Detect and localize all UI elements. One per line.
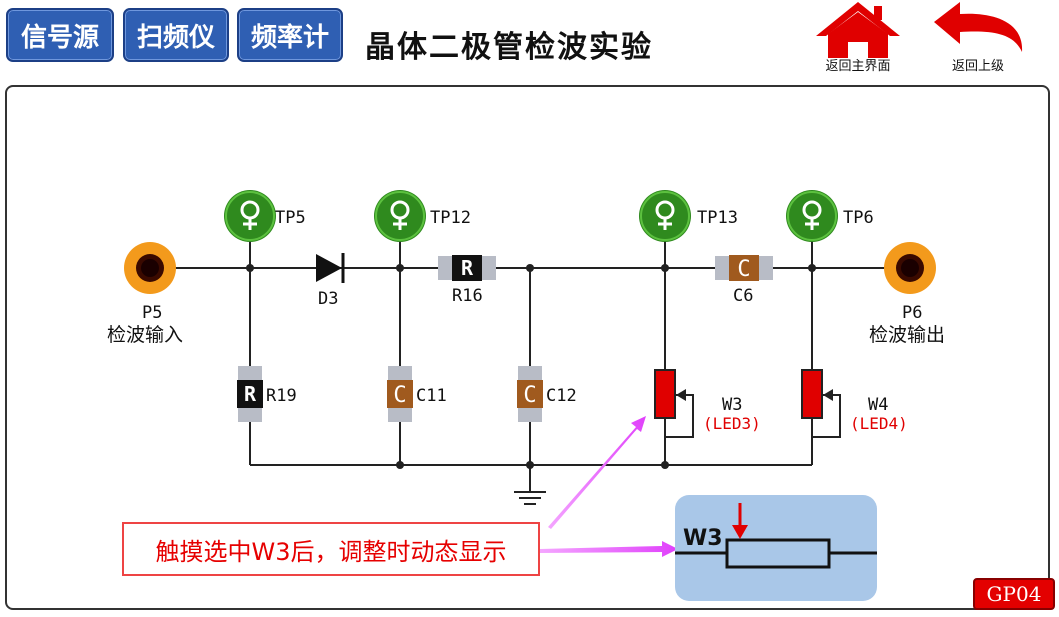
pot-display-label: W3 bbox=[683, 526, 723, 551]
frequency-counter-button[interactable]: 频率计 bbox=[237, 8, 343, 62]
home-label: 返回主界面 bbox=[825, 59, 891, 74]
signal-source-button[interactable]: 信号源 bbox=[6, 8, 114, 62]
board-code-badge: GP04 bbox=[973, 578, 1055, 610]
sweeper-button[interactable]: 扫频仪 bbox=[123, 8, 229, 62]
potentiometer-display[interactable]: W3 bbox=[675, 495, 877, 601]
instruction-callout: 触摸选中W3后，调整时动态显示 bbox=[122, 522, 540, 576]
home-icon bbox=[816, 2, 900, 58]
wiper-arrow-icon bbox=[732, 525, 748, 539]
potentiometer-display-graphic: W3 bbox=[675, 503, 877, 569]
back-label: 返回上级 bbox=[951, 59, 1004, 74]
back-button[interactable]: 返回上级 bbox=[928, 0, 1028, 76]
back-arrow-icon bbox=[934, 2, 1023, 52]
page-title: 晶体二极管检波实验 bbox=[365, 30, 653, 65]
circuit-panel bbox=[5, 85, 1050, 610]
home-button[interactable]: 返回主界面 bbox=[808, 0, 908, 76]
